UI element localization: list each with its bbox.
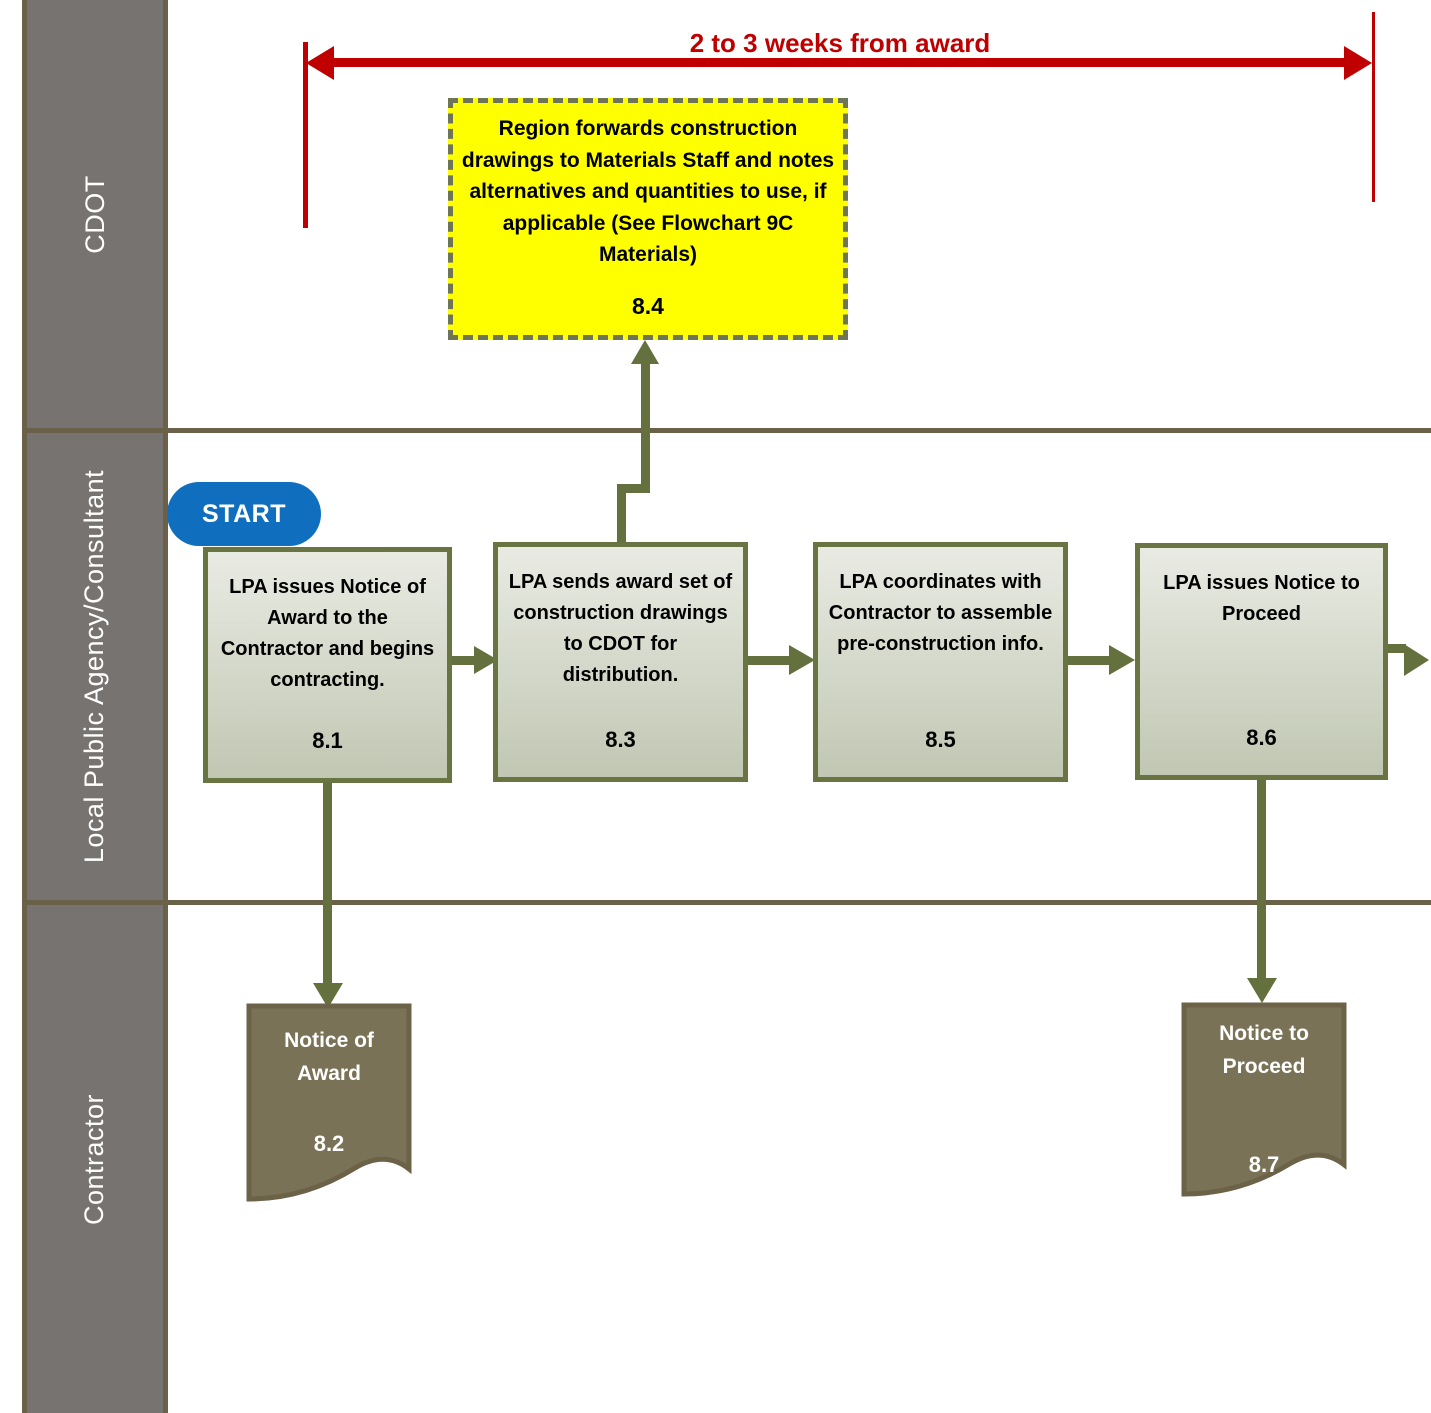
connector-8-6-to-8-7-arrowhead-icon: [1247, 978, 1277, 1003]
process-box-8-6-number: 8.6: [1246, 724, 1277, 750]
timeline-label: 2 to 3 weeks from award: [689, 28, 991, 58]
connector-8-3-to-8-5-shaft: [748, 656, 791, 665]
document-8-2-text: Notice of Award: [284, 1029, 374, 1085]
lane-contractor: Contractor: [22, 905, 168, 1413]
document-8-7-number: 8.7: [1248, 1152, 1280, 1177]
process-box-8-5-text: LPA coordinates with Contractor to assem…: [828, 571, 1053, 655]
connector-8-3-to-8-5-arrowhead-icon: [789, 645, 815, 675]
lane-cdot: CDOT: [22, 0, 168, 428]
connector-8-6-offpage-shaft: [1388, 644, 1406, 653]
process-box-8-3-text: LPA sends award set of construction draw…: [508, 571, 733, 686]
lane-contractor-label: Contractor: [79, 1093, 110, 1225]
connector-8-3-to-8-4-segment-upper: [641, 362, 650, 493]
connector-8-6-offpage-arrowhead-icon: [1404, 644, 1429, 676]
process-box-8-6-text: LPA issues Notice to Proceed: [1163, 572, 1360, 625]
process-box-8-5-number: 8.5: [925, 726, 956, 752]
lane-lpa-consultant: Local Public Agency/Consultant: [22, 433, 168, 900]
connector-8-3-to-8-4-segment-jog: [617, 484, 650, 493]
timeline-arrowhead-left-icon: [306, 46, 334, 80]
process-box-8-4-text: Region forwards construction drawings to…: [461, 117, 835, 266]
connector-8-5-to-8-6-arrowhead-icon: [1109, 645, 1135, 675]
document-shape-icon: [246, 1003, 412, 1202]
process-box-8-5-lpa-coordinates-with-contractor: LPA coordinates with Contractor to assem…: [813, 542, 1068, 782]
process-box-8-6-lpa-issues-notice-to-proceed: LPA issues Notice to Proceed 8.6: [1135, 543, 1388, 780]
document-shape-icon: [1181, 1002, 1347, 1197]
connector-8-1-to-8-3-shaft: [452, 656, 478, 665]
process-box-8-3-number: 8.3: [605, 726, 636, 752]
timeline-arrow-shaft: [332, 58, 1344, 67]
start-terminator: START: [167, 482, 321, 546]
timeline-left-boundary-line: [303, 42, 308, 228]
lane-cdot-label: CDOT: [79, 174, 110, 254]
timeline-right-boundary-line: [1372, 12, 1375, 202]
lane-divider-lpa-contractor: [22, 900, 1431, 905]
process-box-8-1-number: 8.1: [312, 727, 343, 753]
process-box-8-1-lpa-issues-notice-of-award: LPA issues Notice of Award to the Contra…: [203, 547, 452, 783]
swimlane-header-column: [22, 0, 168, 1413]
connector-8-3-to-8-4-arrowhead-icon: [631, 340, 659, 364]
process-box-8-4-region-forwards-drawings: Region forwards construction drawings to…: [448, 98, 848, 340]
document-8-2-number: 8.2: [313, 1131, 345, 1156]
connector-8-6-to-8-7-shaft: [1257, 780, 1266, 978]
document-8-7-notice-to-proceed: Notice to Proceed 8.7: [1180, 1002, 1348, 1198]
lane-lpa-consultant-label: Local Public Agency/Consultant: [79, 469, 110, 864]
lane-divider-cdot-lpa: [22, 428, 1431, 433]
process-box-8-4-number: 8.4: [632, 292, 664, 319]
timeline-arrowhead-right-icon: [1344, 46, 1372, 80]
connector-8-1-to-8-2-shaft: [323, 783, 332, 983]
connector-8-3-to-8-4-segment-lower: [617, 484, 626, 544]
document-8-7-text: Notice to Proceed: [1219, 1022, 1309, 1078]
document-8-2-notice-of-award: Notice of Award 8.2: [245, 1003, 413, 1203]
process-box-8-1-text: LPA issues Notice of Award to the Contra…: [220, 576, 435, 691]
connector-8-5-to-8-6-shaft: [1068, 656, 1111, 665]
process-box-8-3-lpa-sends-award-set: LPA sends award set of construction draw…: [493, 542, 748, 782]
start-label: START: [202, 499, 286, 528]
